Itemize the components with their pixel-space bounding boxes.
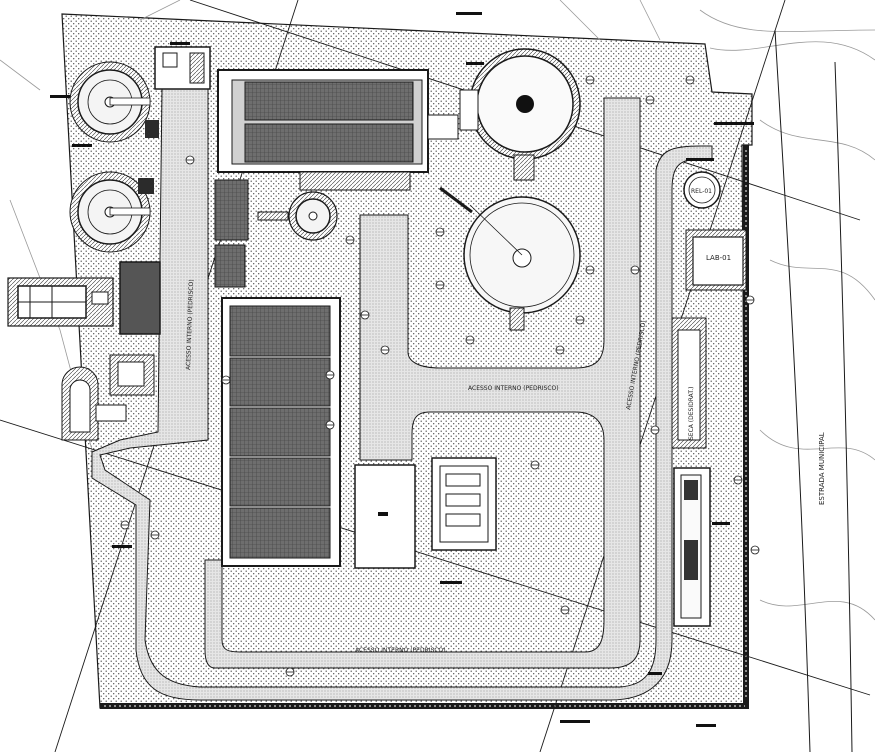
small-tanks-west (61, 354, 155, 441)
elevated-reservoir (459, 48, 581, 181)
rel-label: REL-01 (691, 188, 712, 195)
tree-markers (120, 75, 760, 677)
thickener (257, 191, 338, 241)
inlet-box (154, 46, 211, 90)
central-buildings (354, 457, 497, 569)
filter-building (217, 69, 459, 191)
road-label-south: ACESSO INTERNO (PEDRISCO) (355, 647, 446, 654)
central-reservoir (439, 186, 581, 331)
estrada-municipal (774, 29, 853, 752)
pump-station-west (7, 277, 114, 327)
clarifier-2 (69, 171, 154, 253)
lab-label: LAB-01 (706, 254, 731, 262)
lab-building: LAB-01 (685, 229, 747, 291)
road-label-west: ACESSO INTERNO (PEDRISCO) (185, 279, 195, 370)
dark-units-left (119, 179, 249, 335)
chemical-building (673, 467, 711, 627)
annotation-tags (50, 12, 754, 727)
clarifier-1 (69, 61, 159, 143)
road-label-north: ACESSO INTERNO (PEDRISCO) (468, 385, 559, 392)
rel-tank: REL-01 (683, 171, 721, 209)
desidrat-building: SECA (DESIDRAT.) (671, 317, 707, 449)
desidrat-label: SECA (DESIDRAT.) (688, 386, 695, 440)
highway-label: ESTRADA MUNICIPAL (818, 432, 826, 505)
drying-beds (221, 297, 341, 567)
